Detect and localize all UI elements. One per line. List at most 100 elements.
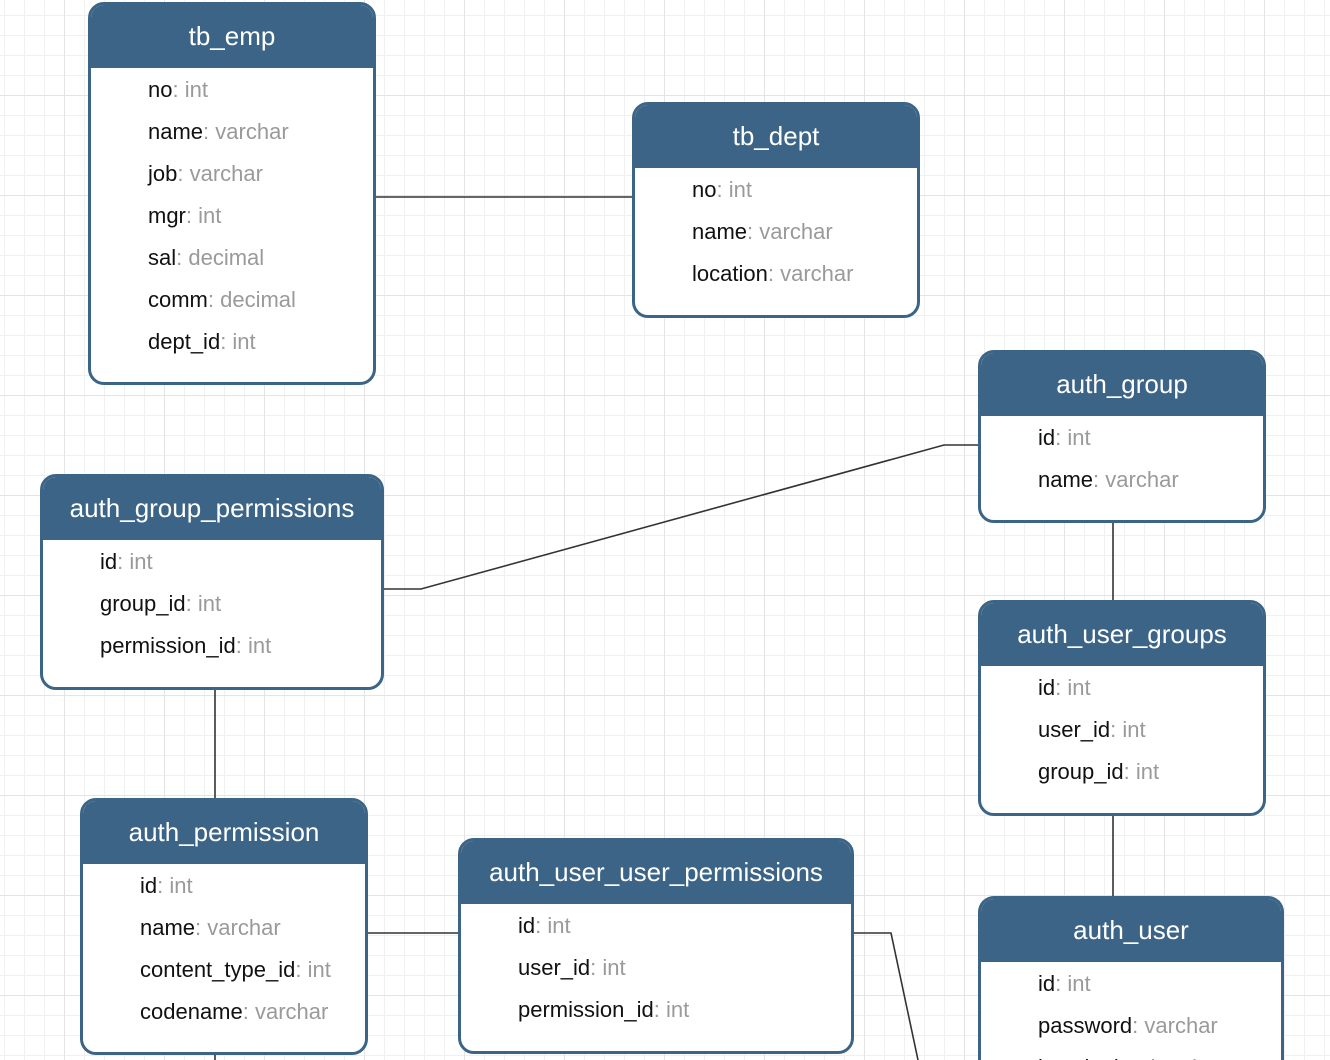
field-name: id (100, 549, 118, 574)
field-row: password: varchar (1038, 1013, 1218, 1038)
field-row: user_id: int (1038, 717, 1146, 742)
field-name: id (1038, 425, 1056, 450)
entity-title: tb_dept (635, 105, 917, 168)
field-name: no (148, 77, 173, 102)
field-type: varchar (1144, 1013, 1218, 1038)
field-type: varchar (254, 999, 329, 1024)
field-row: comm: decimal (148, 287, 296, 312)
field-name: no (692, 177, 717, 202)
field-type: decimal (220, 287, 296, 312)
field-row: no: int (692, 177, 752, 202)
field-row: content_type_id: int (140, 957, 331, 982)
field-row: id: int (1038, 675, 1091, 700)
field-row: job: varchar (148, 161, 263, 186)
field-row: no: int (148, 77, 208, 102)
field-row: dept_id: int (148, 329, 256, 354)
field-name: password (1038, 1013, 1133, 1038)
field-name: user_id (518, 955, 591, 980)
field-row: permission_id: int (518, 997, 690, 1022)
field-type: varchar (780, 261, 854, 286)
field-type: int (198, 203, 222, 228)
link-auth_group_permissions-auth_group (382, 444, 980, 590)
field-type: varchar (759, 219, 833, 244)
field-row: permission_id: int (100, 633, 272, 658)
field-row: id: int (1038, 971, 1091, 996)
field-type: int (184, 77, 208, 102)
field-type: int (665, 997, 690, 1022)
entity-tb_dept[interactable]: tb_dept no: int name: varchar location: … (632, 102, 920, 318)
field-row: name: varchar (140, 915, 281, 940)
field-name: codename (140, 999, 243, 1024)
field-row: user_id: int (518, 955, 626, 980)
field-name: permission_id (100, 633, 236, 658)
field-type: int (1122, 717, 1146, 742)
field-row: group_id: int (100, 591, 222, 616)
field-type: int (247, 633, 272, 658)
field-type: int (197, 591, 222, 616)
field-type: int (1135, 759, 1160, 784)
field-row: codename: varchar (140, 999, 329, 1024)
field-name: name (692, 219, 748, 244)
field-type: int (602, 955, 626, 980)
field-row: name: varchar (692, 219, 833, 244)
field-row: sal: decimal (148, 245, 265, 270)
field-type: int (1067, 425, 1091, 450)
field-row: mgr: int (148, 203, 222, 228)
field-name: id (1038, 971, 1056, 996)
field-type: int (129, 549, 153, 574)
field-type: int (232, 329, 256, 354)
field-row: id: int (1038, 425, 1091, 450)
field-type: int (1067, 971, 1091, 996)
field-type: int (169, 873, 193, 898)
field-name: name (148, 119, 204, 144)
entity-title: auth_group_permissions (43, 477, 381, 540)
field-type: datetime (1143, 1055, 1227, 1060)
field-name: group_id (1038, 759, 1124, 784)
field-row: name: varchar (148, 119, 289, 144)
field-type: int (728, 177, 752, 202)
field-name: id (518, 913, 536, 938)
entity-auth_user_user_permissions[interactable]: auth_user_user_permissions id: int user_… (458, 838, 854, 1054)
field-name: name (1038, 467, 1094, 492)
field-row: group_id: int (1038, 759, 1160, 784)
field-name: group_id (100, 591, 186, 616)
entity-auth_user[interactable]: auth_user id: int password: varchar last… (978, 896, 1284, 1060)
field-name: sal (148, 245, 177, 270)
entity-title: auth_group (981, 353, 1263, 416)
field-type: int (307, 957, 331, 982)
entity-title: auth_permission (83, 801, 365, 864)
field-name: permission_id (518, 997, 654, 1022)
field-name: job (148, 161, 178, 186)
entity-title: tb_emp (91, 5, 373, 68)
field-row: last_login: datetime (1038, 1055, 1228, 1060)
field-type: int (1067, 675, 1091, 700)
entity-tb_emp[interactable]: tb_emp no: int name: varchar job: varcha… (88, 2, 376, 385)
field-type: int (547, 913, 571, 938)
field-row: location: varchar (692, 261, 854, 286)
entity-auth_user_groups[interactable]: auth_user_groups id: int user_id: int gr… (978, 600, 1266, 816)
field-name: comm (148, 287, 208, 312)
field-row: id: int (140, 873, 193, 898)
field-type: varchar (189, 161, 263, 186)
field-name: dept_id (148, 329, 221, 354)
field-name: user_id (1038, 717, 1111, 742)
field-name: id (140, 873, 158, 898)
entity-auth_group[interactable]: auth_group id: int name: varchar (978, 350, 1266, 523)
field-row: id: int (518, 913, 571, 938)
field-row: name: varchar (1038, 467, 1179, 492)
entity-auth_permission[interactable]: auth_permission id: int name: varchar co… (80, 798, 368, 1055)
field-name: id (1038, 675, 1056, 700)
field-name: location (692, 261, 768, 286)
entity-auth_group_permissions[interactable]: auth_group_permissions id: int group_id:… (40, 474, 384, 690)
field-type: varchar (207, 915, 281, 940)
field-type: varchar (215, 119, 289, 144)
field-type: varchar (1105, 467, 1179, 492)
field-type: decimal (188, 245, 265, 270)
entity-title: auth_user (981, 899, 1281, 962)
entity-title: auth_user_user_permissions (461, 841, 851, 904)
link-auth_user_user_permissions-auth_user (852, 932, 919, 1060)
field-name: last_login (1038, 1055, 1131, 1060)
field-name: name (140, 915, 196, 940)
entity-title: auth_user_groups (981, 603, 1263, 666)
